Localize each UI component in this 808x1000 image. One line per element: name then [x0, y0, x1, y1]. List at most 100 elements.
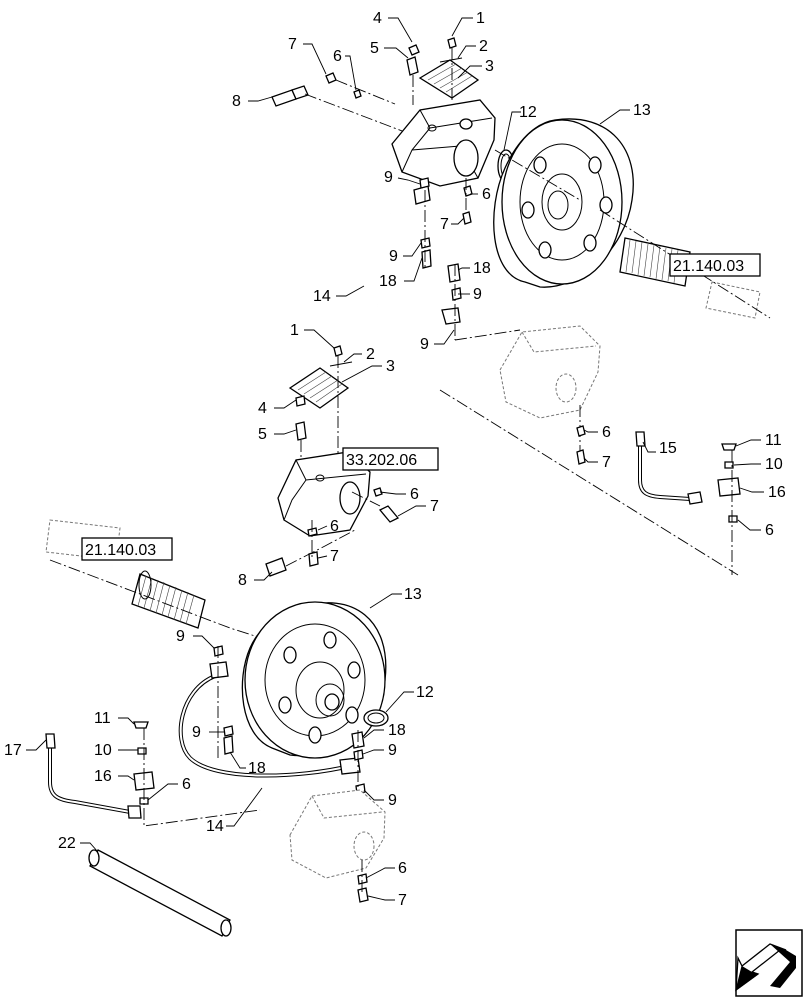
callout-12: 12 — [519, 104, 537, 121]
bolt-7-lower — [378, 505, 400, 523]
bleed-cap-4-upper — [408, 44, 420, 56]
washer-6-lower2 — [307, 527, 318, 537]
reference-label-left: 21.140.03 — [85, 542, 156, 559]
washer-9-lower3 — [353, 749, 364, 761]
brake-hose-14-upper — [361, 185, 461, 325]
callout-18: 18 — [379, 273, 397, 290]
banjo-bolt-18-upper2 — [447, 263, 461, 283]
callout-8: 8 — [232, 93, 241, 110]
banjo-bolt-18-upper — [421, 249, 432, 269]
axle-shaft-upper — [619, 237, 761, 319]
banjo-bolt-11-lower — [133, 721, 149, 729]
lower-caliper-parts — [265, 345, 400, 577]
brake-disc-13-lower — [241, 601, 387, 759]
callout-3: 3 — [485, 58, 494, 75]
pin-1-upper — [447, 37, 457, 49]
callout-17: 17 — [4, 742, 22, 759]
pad-plate-3-upper — [418, 59, 480, 99]
seal-ring-12-lower — [363, 709, 389, 727]
callout-18: 18 — [248, 760, 266, 777]
banjo-bolt-18-lower — [223, 735, 234, 755]
callout-11: 11 — [94, 710, 111, 727]
callout-9: 9 — [384, 169, 393, 186]
callout-16: 16 — [94, 768, 112, 785]
upper-brake-assembly — [271, 37, 771, 340]
callout-5: 5 — [370, 40, 379, 57]
pin-1-lower — [333, 345, 343, 357]
washer-6-upper — [353, 89, 362, 99]
pin-7-upper — [325, 72, 337, 84]
washer-9-lower — [213, 645, 224, 657]
callout-3: 3 — [386, 358, 395, 375]
brake-disc-13-upper — [493, 118, 634, 288]
callout-labels: 1 4 5 2 3 7 6 8 12 13 9 6 7 9 18 18 9 14… — [4, 10, 786, 909]
banjo-bolt-11-right — [721, 443, 737, 451]
callout-9: 9 — [420, 336, 429, 353]
callout-1: 1 — [476, 10, 485, 27]
callout-4: 4 — [373, 10, 382, 27]
brake-pipe-17 — [45, 733, 142, 819]
bleed-screw-5-upper — [406, 56, 419, 76]
callout-8: 8 — [238, 572, 247, 589]
callout-7: 7 — [288, 36, 297, 53]
callout-10: 10 — [765, 456, 783, 473]
callout-14: 14 — [313, 288, 331, 305]
callout-10: 10 — [94, 742, 112, 759]
washer-6-lower — [373, 487, 383, 497]
reference-link-middle[interactable]: 33.202.06 — [342, 447, 439, 471]
callout-16: 16 — [768, 484, 786, 501]
axle-shaft-lower — [45, 519, 206, 629]
callout-13: 13 — [633, 102, 651, 119]
callout-9: 9 — [176, 628, 185, 645]
pad-plate-3-lower — [288, 367, 350, 409]
callout-7: 7 — [430, 498, 439, 515]
caliper-upper — [391, 99, 496, 187]
washer-9-lower2 — [223, 725, 234, 737]
callout-6: 6 — [182, 776, 191, 793]
callout-22: 22 — [58, 835, 76, 852]
callout-2: 2 — [479, 38, 488, 55]
leader-lines — [26, 17, 764, 901]
clip-2-lower — [329, 361, 353, 367]
reference-link-upper[interactable]: 21.140.03 — [669, 253, 761, 277]
callout-7: 7 — [330, 548, 339, 565]
callout-6: 6 — [398, 860, 407, 877]
bolt-8-lower — [265, 557, 287, 577]
washer-9-upper — [419, 177, 430, 189]
reference-label-upper: 21.140.03 — [673, 258, 744, 275]
caliper-ghost-lower — [289, 789, 386, 879]
washer-6-right — [576, 425, 586, 437]
reference-label-middle: 33.202.06 — [346, 452, 417, 469]
next-page-arrow-icon[interactable] — [735, 929, 803, 997]
banjo-16-right — [717, 477, 741, 497]
brake-pipe-15 — [635, 431, 703, 505]
callout-6: 6 — [410, 486, 419, 503]
callout-9: 9 — [389, 248, 398, 265]
callout-6: 6 — [482, 186, 491, 203]
callout-14: 14 — [206, 818, 224, 835]
pin-7-upper2 — [462, 211, 472, 225]
washer-9-upper2 — [420, 237, 431, 249]
callout-13: 13 — [404, 586, 422, 603]
callout-4: 4 — [258, 400, 267, 417]
callout-9: 9 — [388, 792, 397, 809]
bleed-cap-4-lower — [295, 395, 306, 407]
washer-6-right2 — [728, 515, 738, 523]
pin-7-lower — [308, 551, 319, 567]
washer-6-lower3 — [139, 797, 149, 805]
washer-10-right — [724, 461, 734, 469]
callout-6: 6 — [602, 424, 611, 441]
pin-7-lower2 — [357, 887, 369, 903]
reference-link-left[interactable]: 21.140.03 — [81, 537, 173, 561]
callout-7: 7 — [398, 892, 407, 909]
washer-6-upper2 — [463, 185, 473, 197]
tube-22 — [88, 849, 232, 937]
washer-6-lower4 — [357, 873, 368, 885]
callout-2: 2 — [366, 346, 375, 363]
callout-9: 9 — [192, 724, 201, 741]
banjo-16-lower — [133, 771, 155, 791]
callout-7: 7 — [440, 216, 449, 233]
washer-9-upper3 — [451, 287, 462, 301]
brake-hose-14-lower — [178, 661, 361, 778]
